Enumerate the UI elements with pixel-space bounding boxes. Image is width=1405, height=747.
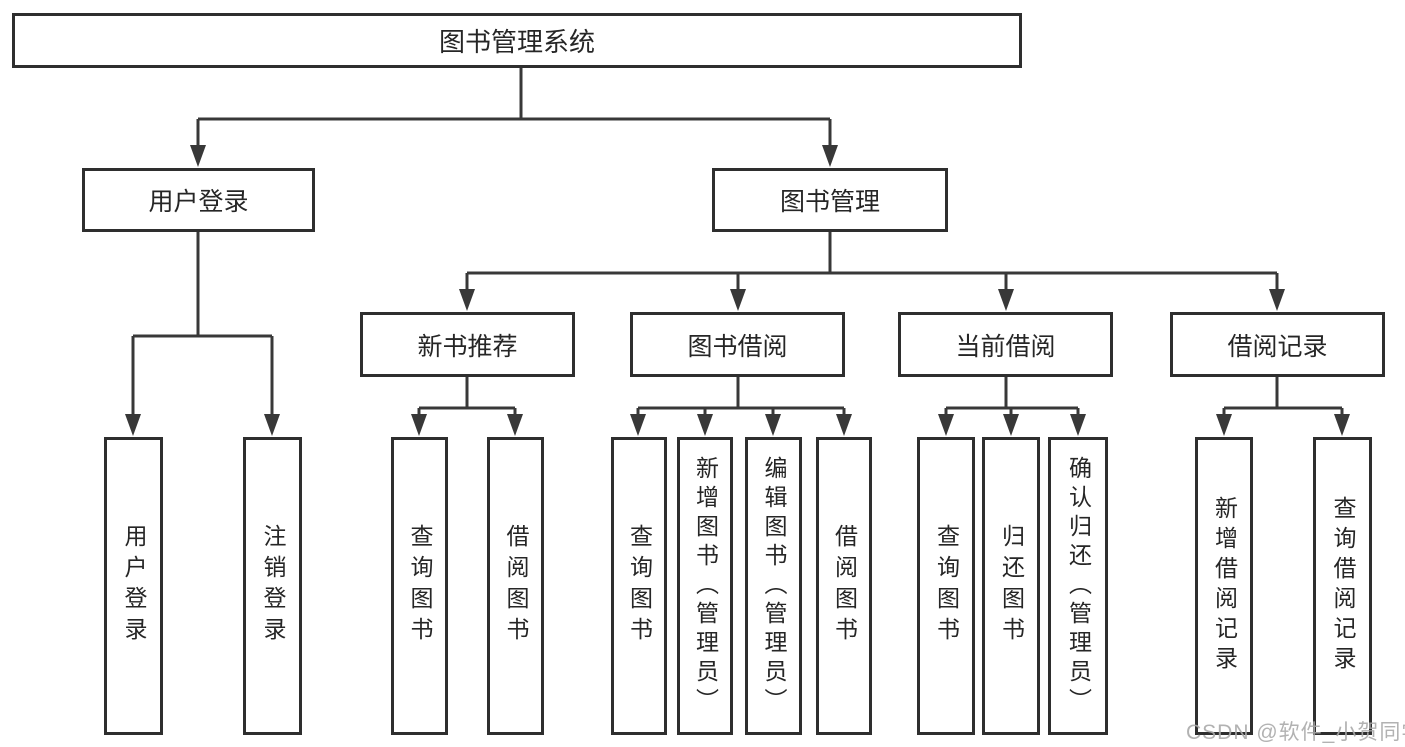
node-root-library-system: 图书管理系统 (12, 13, 1022, 68)
node-book-management: 图书管理 (712, 168, 948, 232)
watermark-text: CSDN @软件_小贺同学 (1186, 721, 1405, 744)
leaf-add-books-admin: 新增图书（管理员） (677, 437, 733, 735)
leaf-borrow-books: 借阅图书 (816, 437, 872, 735)
leaf-user-login: 用户登录 (104, 437, 163, 735)
leaf-query-books-current: 查询图书 (917, 437, 975, 735)
node-user-login: 用户登录 (82, 168, 315, 232)
leaf-query-borrow-record: 查询借阅记录 (1313, 437, 1372, 735)
node-book-borrow: 图书借阅 (630, 312, 845, 377)
leaf-edit-books-admin: 编辑图书（管理员） (745, 437, 802, 735)
leaf-query-books-borrow: 查询图书 (611, 437, 667, 735)
node-current-borrow: 当前借阅 (898, 312, 1113, 377)
node-new-book-recommend: 新书推荐 (360, 312, 575, 377)
leaf-add-borrow-record: 新增借阅记录 (1195, 437, 1253, 735)
leaf-confirm-return-admin: 确认归还（管理员） (1048, 437, 1108, 735)
arrowheads (125, 145, 1350, 436)
leaf-borrow-books-recommend: 借阅图书 (487, 437, 544, 735)
leaf-return-books: 归还图书 (982, 437, 1040, 735)
node-borrow-record: 借阅记录 (1170, 312, 1385, 377)
leaf-logout: 注销登录 (243, 437, 302, 735)
leaf-query-books-recommend: 查询图书 (391, 437, 448, 735)
